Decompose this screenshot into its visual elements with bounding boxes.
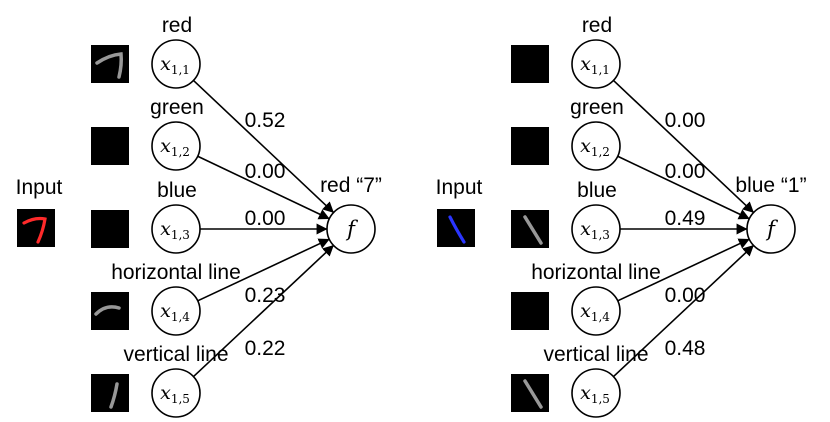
feature-thumbnail-2: [511, 127, 549, 165]
feature-label-4: horizontal line: [531, 261, 661, 284]
thumbnail-stroke: [94, 305, 121, 316]
feature-label-2: green: [570, 96, 624, 119]
feature-thumbnail-3: [511, 210, 549, 248]
weight-label-3: 0.00: [245, 207, 286, 230]
thumbnail-stroke: [523, 215, 543, 245]
feature-label-5: vertical line: [543, 343, 648, 366]
input-label: Input: [16, 176, 63, 199]
feature-label-4: horizontal line: [111, 261, 241, 284]
output-label: blue “1”: [735, 174, 806, 197]
edge-5: [612, 244, 755, 378]
network-panel-2: Input red x1,1 0.00 green x1,2 0.00 blue x1,3 0.4…: [436, 14, 807, 418]
feature-label-2: green: [150, 96, 204, 119]
weight-label-4: 0.00: [665, 284, 706, 307]
output-symbol: f: [765, 217, 778, 241]
output-symbol: f: [345, 217, 358, 241]
weight-label-4: 0.23: [245, 284, 286, 307]
feature-label-5: vertical line: [123, 343, 228, 366]
edge-2: [197, 155, 330, 220]
feature-node-3: [151, 204, 201, 254]
feature-node-5: [571, 368, 621, 418]
weight-label-3: 0.49: [665, 207, 706, 230]
feature-thumbnail-5: [511, 374, 549, 412]
output-node: [746, 204, 796, 254]
weight-label-1: 0.00: [665, 109, 706, 132]
feature-variable-3: x1,3: [580, 218, 610, 242]
thumbnail-stroke: [95, 52, 123, 79]
weight-label-1: 0.52: [245, 109, 286, 132]
input-label: Input: [436, 176, 483, 199]
weight-label-2: 0.00: [665, 160, 706, 183]
weight-label-5: 0.48: [665, 337, 706, 360]
thumbnail-stroke: [523, 379, 543, 409]
feature-variable-1: x1,1: [580, 53, 610, 77]
edge-1: [612, 79, 755, 214]
feature-thumbnail-3: [91, 210, 129, 248]
network-panel-1: Input red x1,1 0.52 green x1,2 0.00 blue x1,3 0.0…: [16, 14, 382, 418]
input-digit-stroke: [22, 216, 47, 244]
feature-node-2: [151, 121, 201, 171]
feature-thumbnail-4: [511, 292, 549, 330]
output-label: red “7”: [320, 174, 382, 197]
edge-4: [197, 238, 330, 302]
edge-4: [617, 238, 750, 302]
feature-variable-5: x1,5: [160, 382, 190, 406]
feature-variable-2: x1,2: [160, 135, 190, 159]
feature-variable-3: x1,3: [160, 218, 190, 242]
feature-node-4: [151, 286, 201, 336]
feature-thumbnail-2: [91, 127, 129, 165]
feature-label-1: red: [162, 14, 192, 37]
input-image: [17, 209, 55, 247]
feature-variable-4: x1,4: [160, 300, 190, 324]
input-digit-stroke: [448, 215, 466, 244]
weight-label-2: 0.00: [245, 160, 286, 183]
feature-node-2: [571, 121, 621, 171]
feature-node-4: [571, 286, 621, 336]
feature-node-1: [151, 39, 201, 89]
thumbnail-stroke: [109, 382, 119, 409]
output-node: [326, 204, 376, 254]
weight-label-5: 0.22: [245, 337, 286, 360]
feature-variable-5: x1,5: [580, 382, 610, 406]
edge-2: [617, 155, 750, 220]
feature-variable-1: x1,1: [160, 53, 190, 77]
feature-label-3: blue: [157, 179, 197, 202]
feature-node-3: [571, 204, 621, 254]
feature-node-5: [151, 368, 201, 418]
feature-variable-4: x1,4: [580, 300, 610, 324]
feature-label-3: blue: [577, 179, 617, 202]
edge-5: [192, 244, 335, 378]
edge-1: [192, 79, 335, 214]
feature-thumbnail-1: [511, 45, 549, 83]
feature-node-1: [571, 39, 621, 89]
feature-variable-2: x1,2: [580, 135, 610, 159]
feature-label-1: red: [582, 14, 612, 37]
